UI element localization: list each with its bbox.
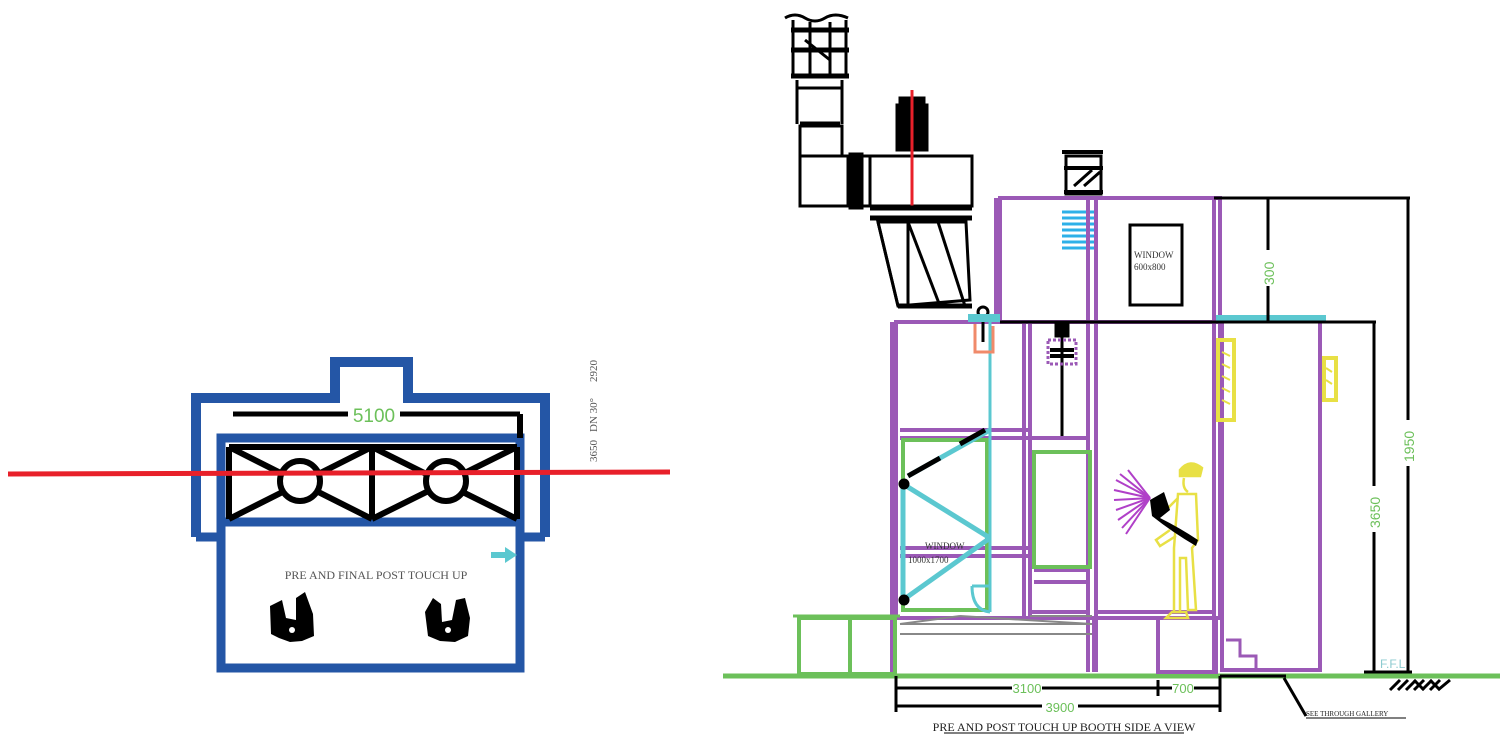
plan-operator-right bbox=[425, 598, 470, 642]
floor-grating bbox=[899, 615, 1093, 635]
booth-frame bbox=[890, 196, 1322, 674]
side-view-title: PRE AND POST TOUCH UP BOOTH SIDE A VIEW bbox=[933, 720, 1196, 734]
hoist bbox=[1046, 320, 1078, 436]
plan-flow-arrow bbox=[491, 547, 517, 563]
dim-3100: 3100 bbox=[1013, 681, 1042, 696]
spray-cone bbox=[1113, 469, 1151, 535]
air-ducts bbox=[900, 322, 992, 614]
side-view: WINDOW 600x800 WINDOW 1000x1700 bbox=[723, 13, 1500, 734]
fan-housing bbox=[846, 90, 974, 221]
exhaust-stack bbox=[784, 13, 852, 208]
supply-pipe bbox=[973, 324, 995, 354]
duct-note-3: 2920 bbox=[588, 360, 600, 383]
duct-note-2: DN 30° bbox=[588, 398, 600, 432]
dim-700: 700 bbox=[1172, 681, 1194, 696]
horizontal-dimensions bbox=[894, 674, 1286, 712]
ffl-hatch bbox=[1388, 678, 1451, 692]
dim-1950: 1950 bbox=[1401, 431, 1417, 462]
duct-connectors bbox=[898, 427, 987, 606]
big-window-label: WINDOW bbox=[925, 541, 965, 551]
plenum-hopper bbox=[876, 220, 972, 309]
big-window-size: 1000x1700 bbox=[908, 555, 949, 565]
dim-3650: 3650 bbox=[1367, 497, 1383, 528]
duct-note-1: 3650 bbox=[588, 440, 600, 463]
plan-booth-outline bbox=[191, 357, 550, 537]
spray-gun bbox=[1150, 492, 1198, 546]
plan-operator-left bbox=[270, 592, 314, 642]
yellow-filters bbox=[1216, 338, 1338, 422]
plan-view: 5100 PRE AND FINAL POST TOUCH UP bbox=[7, 357, 671, 673]
dim-3900: 3900 bbox=[1046, 700, 1075, 715]
roof-vent-louvers bbox=[1062, 210, 1098, 250]
plan-axis-line bbox=[7, 469, 671, 477]
plan-fan-left bbox=[277, 458, 323, 504]
roof-vent bbox=[1062, 150, 1103, 196]
top-window-label: WINDOW bbox=[1134, 250, 1174, 260]
top-window-size: 600x800 bbox=[1134, 262, 1166, 272]
ffl-label: F.F.L bbox=[1380, 657, 1406, 671]
top-window bbox=[1128, 223, 1184, 307]
plan-width-label: 5100 bbox=[353, 406, 395, 427]
plan-fan-units bbox=[226, 444, 520, 522]
plan-station-label: PRE AND FINAL POST TOUCH UP bbox=[285, 568, 468, 582]
gallery-label: SEE THROUGH GALLERY bbox=[1306, 710, 1388, 718]
plan-fan-right bbox=[423, 458, 469, 504]
operator-figure bbox=[1154, 462, 1204, 620]
dim-300: 300 bbox=[1261, 261, 1277, 285]
gallery-leader bbox=[1282, 677, 1308, 717]
vertical-dimensions bbox=[1266, 198, 1412, 674]
control-cabinet bbox=[1032, 450, 1092, 569]
plan-dimension-label-bg bbox=[348, 404, 400, 426]
entry-platform bbox=[797, 616, 897, 676]
